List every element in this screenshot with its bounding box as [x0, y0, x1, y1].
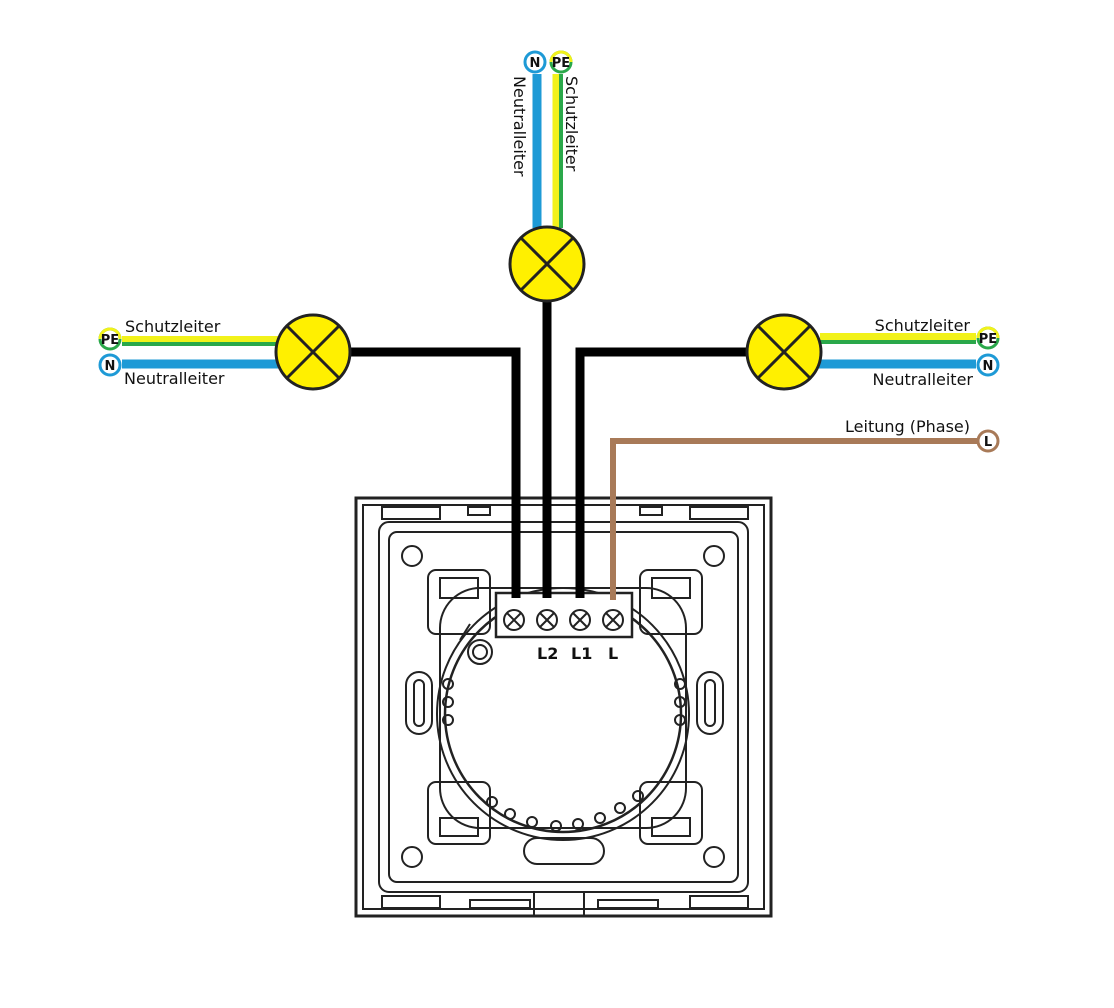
top-supply-wires	[532, 74, 563, 228]
svg-text:N: N	[530, 56, 541, 71]
lamp-top	[508, 225, 586, 303]
load-wire-right-lamp	[575, 347, 748, 598]
svg-text:PE: PE	[101, 333, 119, 348]
load-wires	[350, 300, 748, 598]
phase-line-label: Leitung (Phase)	[845, 417, 970, 436]
svg-text:N: N	[105, 359, 116, 374]
right-pe-badge: PE	[976, 326, 1000, 350]
top-protective-label: Schutzleiter	[562, 76, 581, 172]
phase-line-badge: L	[976, 429, 1000, 453]
svg-text:L: L	[984, 435, 992, 450]
top-pe-badge: PE	[549, 50, 573, 74]
svg-text:N: N	[983, 359, 994, 374]
right-supply-wires	[818, 333, 976, 369]
terminal-screws	[503, 609, 624, 631]
load-wire-left-lamp	[350, 347, 521, 598]
phase-wire	[610, 438, 977, 600]
lamp-left	[274, 313, 352, 391]
terminal-label-l: L	[608, 644, 618, 663]
terminal-label-l1: L1	[571, 644, 592, 663]
left-supply-wires	[122, 336, 280, 369]
left-neutral-label: Neutralleiter	[124, 369, 225, 388]
svg-text:PE: PE	[552, 56, 570, 71]
top-neutral-badge: N	[523, 50, 547, 74]
left-pe-badge: PE	[98, 327, 122, 351]
top-neutral-label: Neutralleiter	[510, 76, 529, 177]
right-neutral-badge: N	[976, 353, 1000, 377]
switch-backplate	[354, 496, 773, 918]
svg-text:PE: PE	[979, 332, 997, 347]
left-protective-label: Schutzleiter	[125, 317, 221, 336]
lamp-right	[745, 313, 823, 391]
terminal-label-l2: L2	[537, 644, 558, 663]
right-neutral-label: Neutralleiter	[873, 370, 974, 389]
left-neutral-badge: N	[98, 353, 122, 377]
right-protective-label: Schutzleiter	[875, 316, 971, 335]
